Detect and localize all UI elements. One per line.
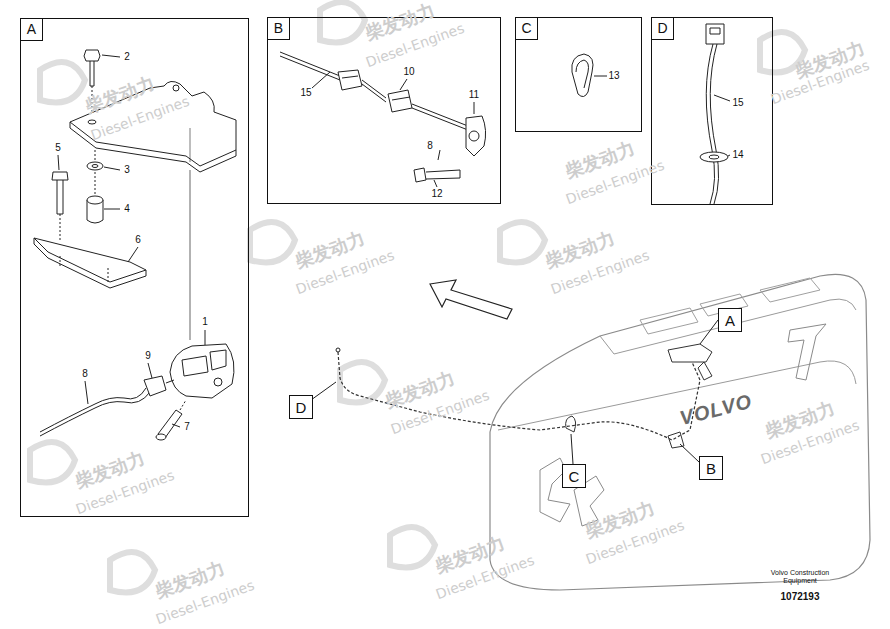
publisher-caption: Volvo Construction Equipment xyxy=(761,569,839,585)
callout-number: 8 xyxy=(427,140,433,152)
callout-number: 5 xyxy=(55,142,61,154)
callout-number: 3 xyxy=(124,164,130,176)
callout-letter: D xyxy=(296,399,307,416)
callout-number: 4 xyxy=(124,203,130,215)
callout-letter: A xyxy=(725,312,735,329)
callout-letter: C xyxy=(569,468,580,485)
detail-panel: C xyxy=(515,17,642,132)
panel-letter: D xyxy=(652,18,674,40)
callout-number: 7 xyxy=(184,421,190,433)
callout-number: 11 xyxy=(469,89,479,101)
callout-number: 2 xyxy=(124,51,130,63)
callout-letter: B xyxy=(706,460,716,477)
callout-number: 14 xyxy=(732,149,743,161)
callout-number: 13 xyxy=(608,70,619,82)
panel-letter: C xyxy=(516,18,538,40)
panel-letter: B xyxy=(268,18,290,40)
callout-number: 10 xyxy=(403,66,414,78)
callout-number: 8 xyxy=(82,368,88,380)
panel-letter: A xyxy=(21,19,43,41)
callout-number: 15 xyxy=(300,87,311,99)
callout-number: 12 xyxy=(431,188,442,200)
callout-number: 6 xyxy=(135,234,141,246)
detail-callout-box: C xyxy=(562,464,586,488)
detail-callout-box: A xyxy=(718,308,742,332)
detail-callout-box: D xyxy=(289,395,313,419)
detail-panel: B xyxy=(267,17,501,204)
detail-panel: D xyxy=(651,17,773,205)
callout-number: 9 xyxy=(145,350,151,362)
callout-number: 1 xyxy=(202,316,208,328)
callout-number: 15 xyxy=(732,97,743,109)
illustration-number: 1072193 xyxy=(781,591,820,603)
detail-callout-box: B xyxy=(699,456,723,480)
